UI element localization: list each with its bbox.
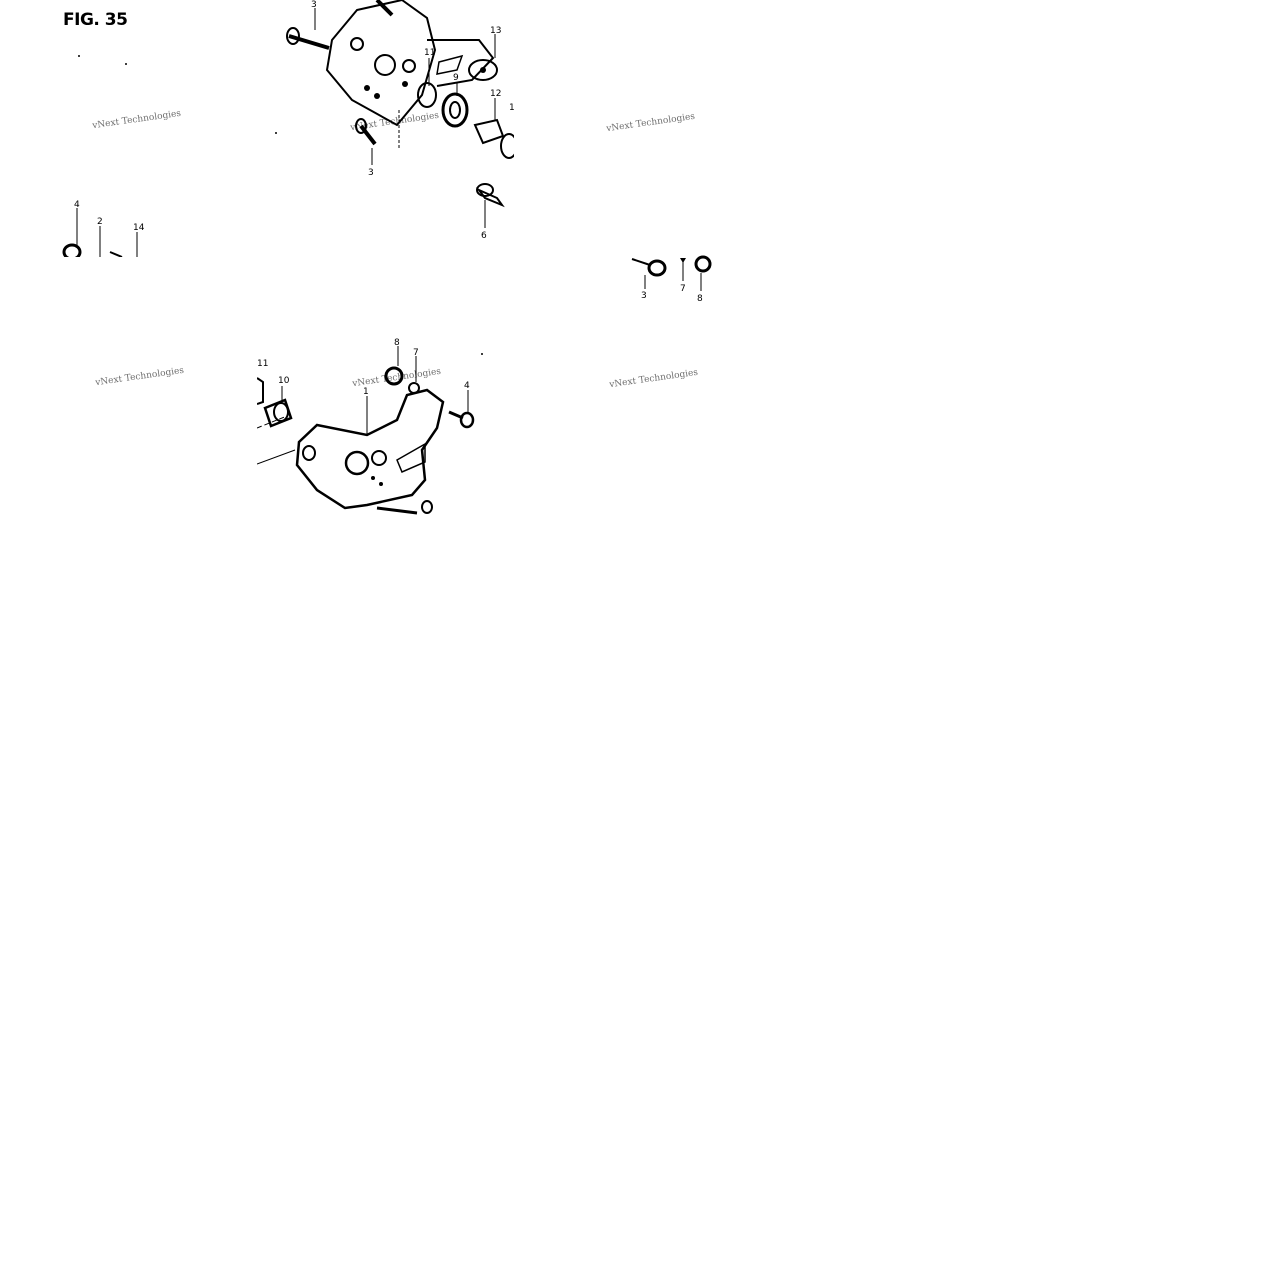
part-6-spacer-end [476, 183, 494, 197]
bracket-assembly-drawing: 3 13 11 9 12 1 3 6 [286, 0, 514, 241]
part-14-edge [109, 251, 123, 257]
callout-label: 3 [311, 0, 317, 10]
part-11-bushing [257, 377, 264, 405]
plate-hole [402, 81, 408, 87]
arm-slot [436, 54, 464, 75]
nut-lower [421, 500, 433, 514]
diagram-tile-mid-right: 3 7 8 [620, 255, 730, 305]
part-9-bushing [441, 92, 469, 128]
part-7-washer [408, 382, 420, 394]
callout-label: 14 [133, 223, 145, 233]
plate-hole [402, 59, 416, 73]
callout-label: 8 [394, 338, 400, 348]
part-1-bracket [295, 388, 445, 510]
callout-label: 7 [413, 348, 419, 358]
callout-label: 3 [368, 168, 374, 178]
speck [275, 132, 277, 134]
part-11-bushing [417, 82, 437, 108]
callout-label: 11 [257, 359, 268, 369]
callout-label: 13 [490, 26, 501, 36]
bracket-slot [396, 442, 426, 473]
part-3-bolt [631, 258, 651, 266]
plate-hole [350, 37, 364, 51]
part-13-hole [480, 67, 486, 73]
fragment-drawing: 4 2 14 [62, 200, 145, 257]
plate-hole [374, 54, 396, 76]
speck [481, 353, 483, 355]
callout-label: 7 [680, 284, 686, 294]
callout-label: 11 [424, 48, 435, 58]
part-8-nut [694, 255, 712, 273]
callout-label: 1 [363, 387, 369, 397]
part-12-sleeve [473, 118, 505, 145]
diagram-tile-mid-left: 4 2 14 [0, 200, 257, 257]
part-3-bolt [359, 124, 377, 146]
plate-hole [364, 85, 370, 91]
diagram-tile-top-center: 3 13 11 9 12 1 3 6 [257, 0, 514, 257]
part-4-bolt-head [459, 411, 475, 429]
callout-label: 3 [641, 291, 647, 301]
scan-specks [78, 55, 483, 355]
plate-hole [374, 93, 380, 99]
bracket-drawing-lower: 8 7 11 10 1 4 [257, 338, 475, 515]
callout-label: 8 [697, 294, 703, 304]
part-13-plate [468, 59, 498, 81]
bracket-hole [371, 450, 387, 466]
callout-label: 4 [464, 381, 470, 391]
bracket-hole [371, 476, 375, 480]
callout-label: 1 [509, 103, 514, 113]
bolt-top [375, 0, 394, 17]
bracket-hole [379, 482, 383, 486]
callout-label: 6 [481, 231, 487, 241]
center-line [257, 449, 296, 465]
bolt-lower [376, 506, 418, 515]
bracket-hole [344, 450, 370, 476]
fragment-drawing: 3 7 8 [631, 255, 712, 304]
part-9-bore [449, 101, 461, 119]
part-10-spacer-end [273, 402, 289, 422]
callout-label: 12 [490, 89, 501, 99]
callout-label: 10 [278, 376, 290, 386]
part-4-nut [62, 243, 82, 257]
part-3-bolt-head [355, 118, 367, 134]
part-3-bolt [288, 34, 330, 50]
figure-title: FIG. 35 [63, 10, 128, 30]
callout-label: 9 [453, 73, 459, 83]
bracket-hole [302, 445, 316, 461]
part-7-washer [680, 258, 686, 263]
speck [125, 63, 127, 65]
speck [78, 55, 80, 57]
center-line [257, 415, 288, 429]
part-3-bolt-head [286, 27, 300, 45]
callout-label: 4 [74, 200, 80, 210]
part-8-nut [384, 366, 404, 386]
part-1-end [500, 133, 514, 159]
diagram-tile-bottom-center: 8 7 11 10 1 4 [257, 330, 514, 515]
part-3-bolt-head [647, 259, 667, 277]
bracket-plate [325, 0, 437, 127]
bracket-arm [427, 39, 495, 87]
callout-label: 2 [97, 217, 103, 227]
